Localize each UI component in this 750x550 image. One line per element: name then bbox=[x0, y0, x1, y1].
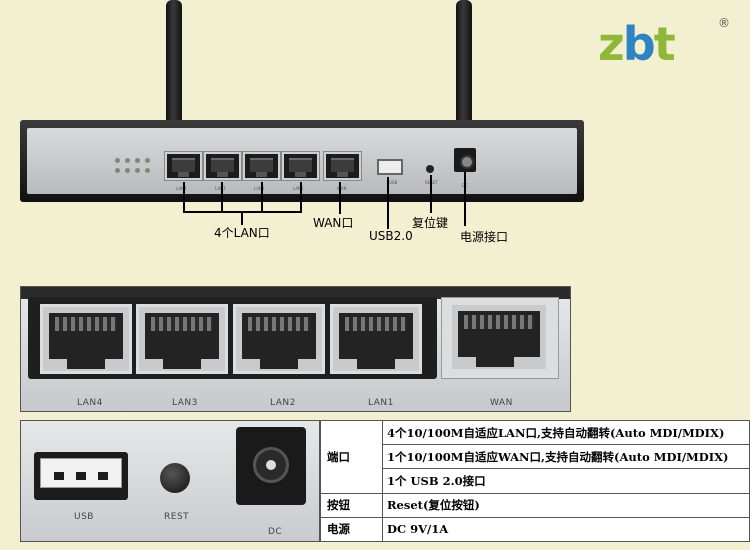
reset-button bbox=[160, 463, 190, 493]
spec-value: 4个10/100M自适应LAN口,支持自动翻转(Auto MDI/MDIX) bbox=[382, 419, 750, 446]
panel-top-strip bbox=[21, 287, 570, 299]
led bbox=[145, 168, 150, 173]
led bbox=[125, 168, 130, 173]
reset-label: REST bbox=[164, 512, 190, 522]
brand-logo: zbt ® bbox=[598, 16, 730, 71]
callout-line bbox=[300, 182, 302, 212]
table-row: 按钮 Reset(复位按钮) bbox=[320, 492, 750, 518]
port-label: WAN bbox=[490, 398, 513, 408]
small-label: LAN2 bbox=[254, 186, 265, 191]
lan4-port-small bbox=[164, 151, 203, 181]
callout-line bbox=[387, 177, 389, 229]
spec-key-power: 电源 bbox=[320, 516, 383, 543]
lan3-port bbox=[136, 304, 228, 374]
port-label: LAN4 bbox=[77, 398, 103, 408]
lan2-port-small bbox=[242, 151, 281, 181]
lan2-port bbox=[233, 304, 325, 374]
usb-port bbox=[34, 452, 128, 500]
led bbox=[135, 158, 140, 163]
dc-label: DC bbox=[268, 527, 283, 537]
callout-line bbox=[241, 211, 243, 225]
callout-line bbox=[430, 175, 432, 213]
reset-button-small bbox=[426, 165, 434, 173]
wan-port-small bbox=[323, 151, 362, 181]
spec-value: Reset(复位按钮) bbox=[382, 492, 750, 518]
spec-table: 端口 4个10/100M自适应LAN口,支持自动翻转(Auto MDI/MDIX… bbox=[320, 419, 750, 543]
led bbox=[115, 158, 120, 163]
led bbox=[125, 158, 130, 163]
registered-mark: ® bbox=[718, 16, 730, 30]
callout-power: 电源接口 bbox=[460, 230, 509, 244]
spec-key-button: 按钮 bbox=[320, 492, 383, 518]
callout-reset: 复位键 bbox=[412, 216, 449, 230]
port-label: LAN3 bbox=[172, 398, 198, 408]
dc-port-small bbox=[454, 148, 476, 172]
callout-line bbox=[464, 172, 466, 226]
led bbox=[135, 168, 140, 173]
small-label: LAN3 bbox=[215, 186, 226, 191]
small-label: WAN bbox=[337, 186, 347, 191]
table-row: 端口 4个10/100M自适应LAN口,支持自动翻转(Auto MDI/MDIX… bbox=[320, 419, 750, 494]
usb-label: USB bbox=[74, 512, 94, 522]
table-row: 1个10/100M自适应WAN口,支持自动翻转(Auto MDI/MDIX) bbox=[321, 444, 750, 470]
callout-line bbox=[261, 182, 263, 212]
spec-value: DC 9V/1A bbox=[382, 516, 750, 543]
callout-lan: 4个LAN口 bbox=[214, 226, 270, 240]
small-label: USB bbox=[389, 180, 398, 185]
led bbox=[145, 158, 150, 163]
logo-letter-t: t bbox=[653, 17, 676, 71]
spec-key-port: 端口 bbox=[320, 420, 383, 494]
callout-line bbox=[221, 182, 223, 212]
lan3-port-small bbox=[203, 151, 242, 181]
lan4-port bbox=[40, 304, 132, 374]
callout-usb: USB2.0 bbox=[369, 229, 413, 243]
lan1-port-small bbox=[281, 151, 320, 181]
wan-port bbox=[449, 302, 549, 372]
small-label: LAN4 bbox=[176, 186, 187, 191]
callout-line bbox=[183, 182, 185, 212]
callout-line bbox=[339, 182, 341, 214]
small-label: LAN1 bbox=[293, 186, 304, 191]
antenna-left bbox=[166, 0, 182, 122]
port-label: LAN1 bbox=[368, 398, 394, 408]
spec-value: 1个 USB 2.0接口 bbox=[382, 468, 750, 494]
callout-wan: WAN口 bbox=[313, 216, 354, 230]
dc-power-port bbox=[236, 427, 306, 505]
spec-value: 1个10/100M自适应WAN口,支持自动翻转(Auto MDI/MDIX) bbox=[382, 444, 750, 470]
logo-letter-b: b bbox=[622, 17, 656, 71]
antenna-right bbox=[456, 0, 472, 122]
logo-letter-z: z bbox=[598, 17, 625, 71]
table-row: 1个 USB 2.0接口 bbox=[321, 468, 750, 494]
led bbox=[115, 168, 120, 173]
usb-port-small bbox=[377, 159, 403, 175]
table-row: 电源 DC 9V/1A bbox=[320, 516, 750, 543]
lan1-port bbox=[330, 304, 422, 374]
port-label: LAN2 bbox=[270, 398, 296, 408]
